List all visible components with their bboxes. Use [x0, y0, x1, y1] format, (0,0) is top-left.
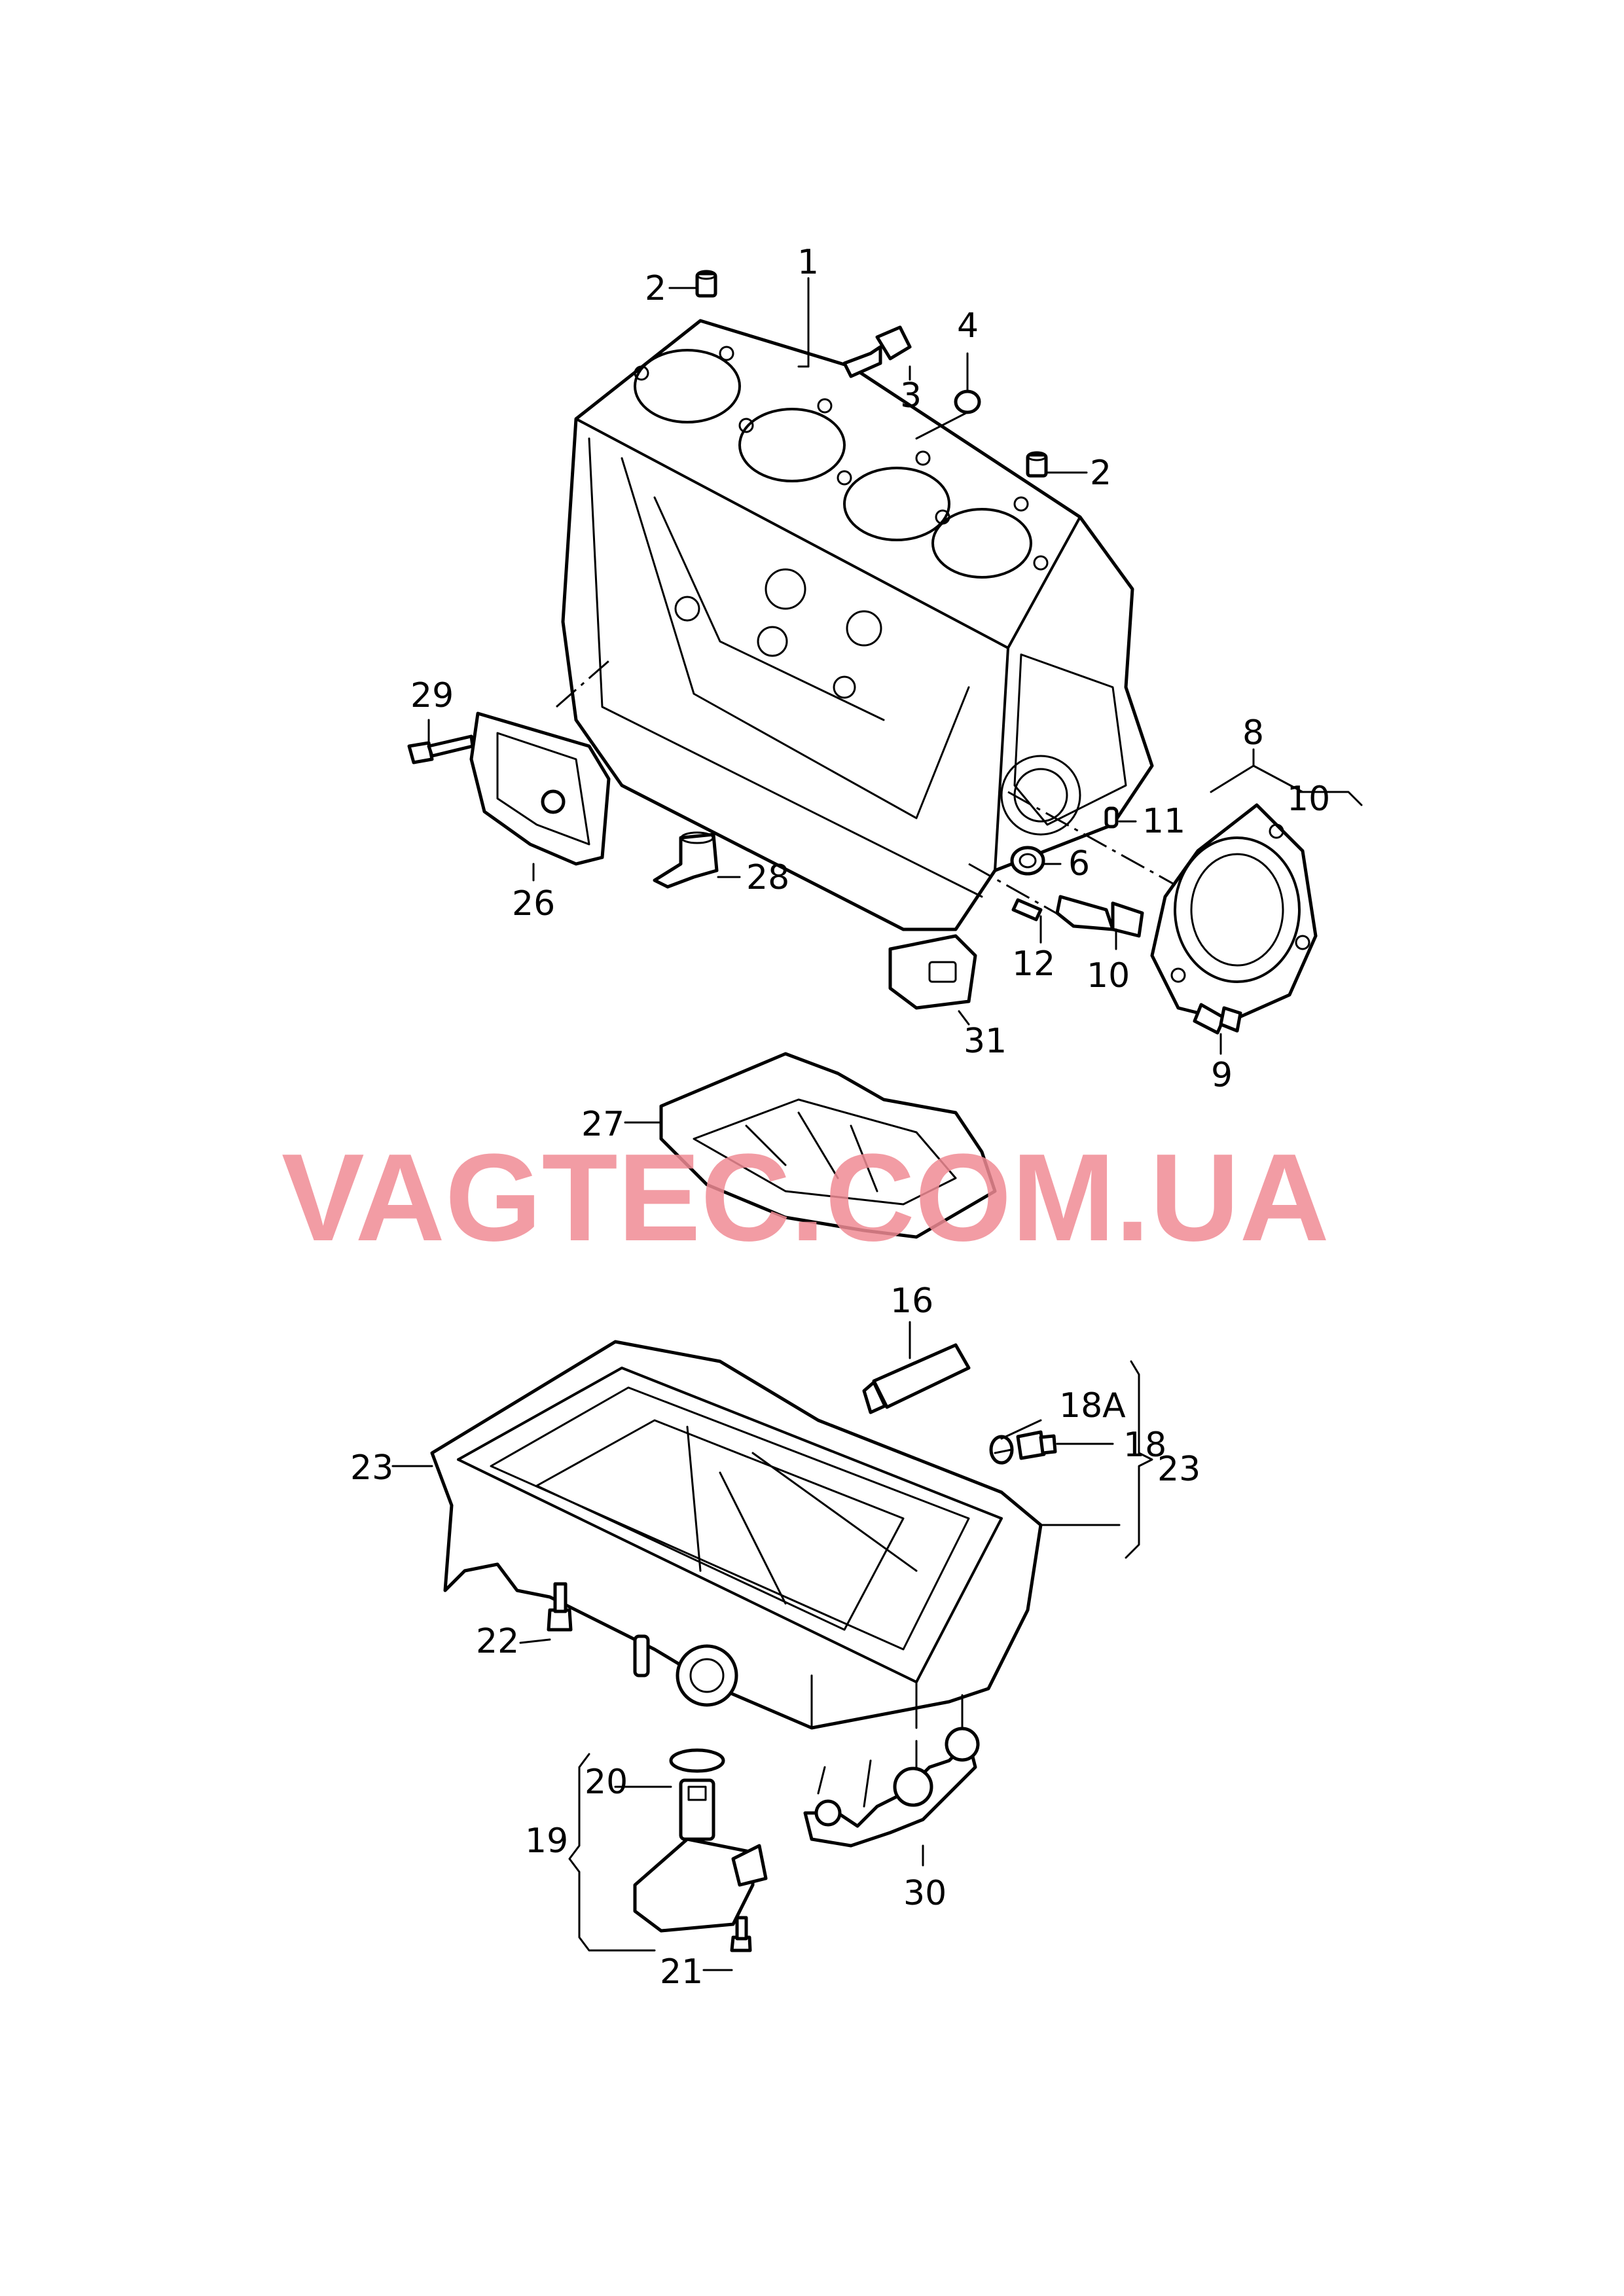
- seal-ring-20: [669, 1748, 725, 1773]
- callout-1: 1: [797, 243, 819, 282]
- callout-11: 11: [1142, 802, 1185, 841]
- callout-4: 4: [957, 306, 979, 346]
- callout-28: 28: [746, 858, 789, 897]
- callout-31: 31: [964, 1022, 1007, 1061]
- callout-8: 8: [1242, 713, 1264, 753]
- drain-plug-18: [1016, 1430, 1057, 1460]
- callout-6: 6: [1068, 844, 1090, 884]
- callout-2-top: 2: [645, 269, 666, 308]
- callout-16: 16: [890, 1282, 933, 1321]
- callout-30: 30: [903, 1874, 947, 1913]
- sealant-tube-16: [862, 1343, 971, 1414]
- seal-ring-6: [1010, 846, 1045, 876]
- callout-10-top: 10: [1287, 780, 1330, 819]
- harness-30: [803, 1694, 980, 1848]
- seal-cap-4: [954, 389, 981, 414]
- callout-23-right: 23: [1157, 1450, 1200, 1489]
- callout-29: 29: [410, 676, 454, 715]
- bolt-21: [730, 1916, 752, 1952]
- watermark-text: VAGTEC.COM.UA: [281, 1128, 1329, 1267]
- callout-20: 20: [585, 1763, 628, 1802]
- oil-jet-28: [653, 831, 719, 889]
- oil-level-sensor-19: [633, 1748, 768, 1933]
- plug-2-top: [695, 270, 717, 298]
- callout-12: 12: [1012, 944, 1055, 984]
- speed-sensor-10: [1055, 895, 1144, 938]
- bolt-29: [407, 734, 475, 764]
- gasket-27: [659, 1052, 997, 1239]
- dowel-pin-12: [1011, 898, 1043, 922]
- callout-3: 3: [900, 376, 922, 416]
- sealing-flange-8: [1150, 803, 1318, 1023]
- callout-18a: 18A: [1059, 1386, 1126, 1426]
- cylinder-block: [561, 319, 1154, 931]
- callout-26: 26: [512, 884, 555, 924]
- dowel-pin-11: [1104, 806, 1119, 829]
- callout-labels: 1 2 3 4 2 29 8 10 11 6 28 26 12 10 31 9 …: [350, 243, 1330, 1992]
- callout-22: 22: [476, 1622, 519, 1661]
- oil-pan-23: [430, 1340, 1043, 1730]
- plug-2-right: [1026, 451, 1048, 478]
- bolt-22: [547, 1582, 573, 1632]
- cover-plate-31: [888, 934, 977, 1010]
- callout-27: 27: [581, 1105, 624, 1144]
- callout-9: 9: [1211, 1056, 1233, 1095]
- callout-21: 21: [660, 1952, 703, 1992]
- centerline-block-cover: [556, 660, 609, 708]
- callout-2-right: 2: [1090, 454, 1111, 493]
- bolt-9: [1193, 1003, 1242, 1035]
- callout-23-left: 23: [350, 1448, 393, 1488]
- cover-26: [469, 711, 611, 866]
- leader-lines: [391, 277, 1363, 1971]
- callout-19: 19: [525, 1821, 568, 1861]
- callout-10-bottom: 10: [1087, 956, 1130, 996]
- oil-jet-bolt-3: [842, 325, 912, 378]
- callout-18: 18: [1123, 1426, 1166, 1465]
